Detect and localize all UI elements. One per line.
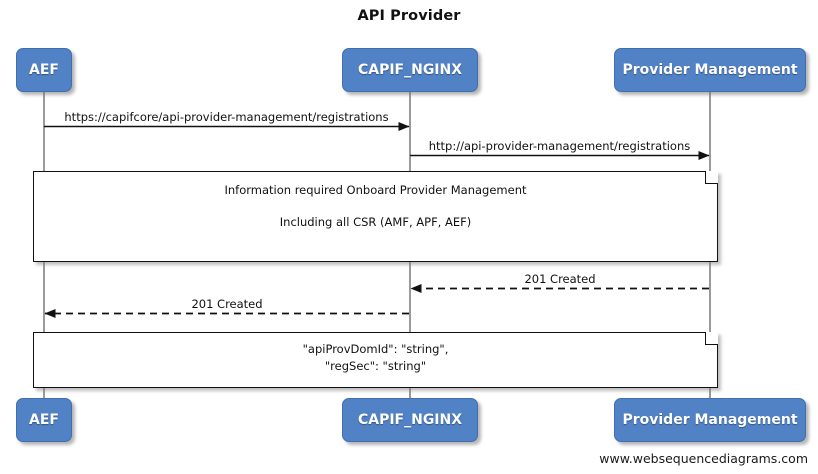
actor-box-aef-bottom[interactable]: AEF bbox=[16, 398, 72, 442]
note-line-2: Including all CSR (AMF, APF, AEF) bbox=[279, 215, 472, 229]
message-label-m1: https://capifcore/api-provider-managemen… bbox=[64, 110, 389, 124]
actor-label-capif-nginx-top: CAPIF_NGINX bbox=[357, 62, 463, 78]
actor-box-capif-nginx-top[interactable]: CAPIF_NGINX bbox=[342, 48, 478, 92]
message-label-m3: 201 Created bbox=[524, 272, 596, 286]
actor-box-provider-management-bottom[interactable]: Provider Management bbox=[614, 398, 806, 442]
note-box-response-payload: "apiProvDomId": "string", "regSec": "str… bbox=[33, 332, 718, 388]
actor-box-aef-top[interactable]: AEF bbox=[16, 48, 72, 92]
actor-box-provider-management-top[interactable]: Provider Management bbox=[614, 48, 806, 92]
actor-label-capif-nginx-bottom: CAPIF_NGINX bbox=[357, 412, 463, 428]
actor-label-provider-management-bottom: Provider Management bbox=[622, 412, 798, 428]
message-label-m2: http://api-provider-management/registrat… bbox=[428, 139, 691, 153]
message-label-m4: 201 Created bbox=[191, 297, 263, 311]
actor-label-aef-top: AEF bbox=[29, 62, 59, 78]
note-fold-corner-icon bbox=[705, 171, 718, 184]
note-box-onboard-info: Information required Onboard Provider Ma… bbox=[33, 171, 718, 262]
actor-label-aef-bottom: AEF bbox=[29, 412, 59, 428]
actor-box-capif-nginx-bottom[interactable]: CAPIF_NGINX bbox=[342, 398, 478, 442]
actor-label-provider-management-top: Provider Management bbox=[622, 62, 798, 78]
page-title: API Provider bbox=[357, 8, 461, 24]
watermark-footer: www.websequencediagrams.com bbox=[599, 451, 808, 466]
note-fold-corner-icon-2 bbox=[705, 332, 718, 345]
note2-line-1: "apiProvDomId": "string", bbox=[302, 342, 449, 356]
note-line-1: Information required Onboard Provider Ma… bbox=[224, 183, 527, 197]
note2-line-2: "regSec": "string" bbox=[324, 359, 427, 373]
